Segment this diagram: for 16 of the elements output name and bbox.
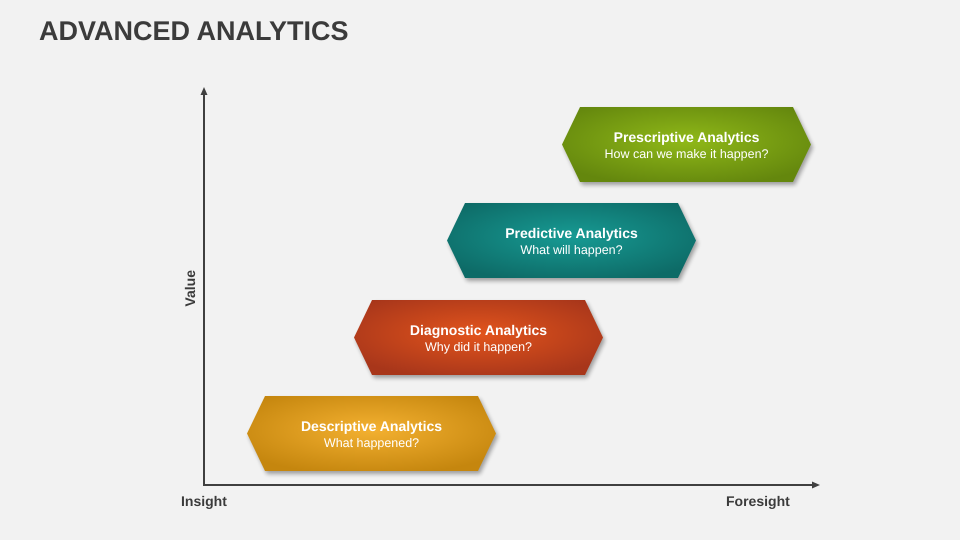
axis-label: Insight (181, 493, 227, 509)
slide-title: ADVANCED ANALYTICS (39, 15, 349, 47)
stage-heading: Prescriptive Analytics (614, 128, 760, 146)
axis-label: Value (182, 270, 198, 307)
stage-heading: Predictive Analytics (505, 224, 638, 242)
stage-question: What will happen? (520, 242, 623, 258)
stage-question: Why did it happen? (424, 338, 532, 354)
hexagon-box (247, 396, 496, 471)
stage-question: What happened? (324, 434, 420, 450)
axis-label: Foresight (726, 493, 790, 509)
stage-heading: Diagnostic Analytics (410, 320, 548, 338)
hexagon-box (354, 300, 603, 375)
stage-question: How can we make it happen? (604, 146, 768, 162)
hexagon-box (447, 203, 696, 278)
hexagon-box (562, 107, 811, 182)
stage-heading: Descriptive Analytics (300, 416, 442, 434)
